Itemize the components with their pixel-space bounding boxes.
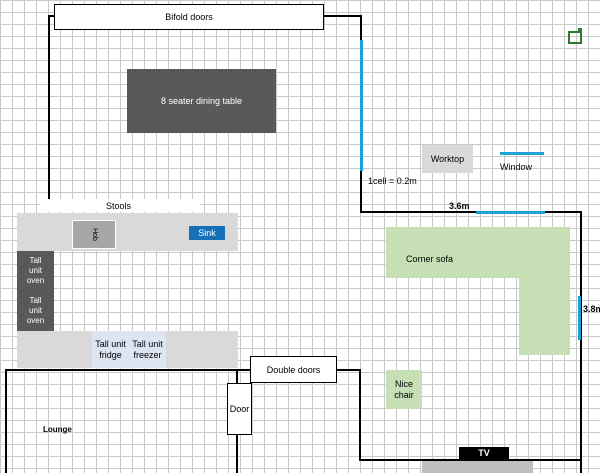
door-label: Door (229, 404, 250, 414)
hob-label: Hob (90, 228, 98, 241)
scale-label: 1cell = 0.2m (368, 176, 417, 186)
oven-1-label: Tall unit oven (26, 256, 45, 285)
shape-handle-icon (578, 28, 582, 32)
double-doors: Double doors (250, 356, 337, 383)
window-lower-right-wall (578, 296, 581, 340)
wall-lounge-left (5, 369, 7, 473)
tv: TV (459, 447, 509, 459)
wall-lounge-top-left (5, 369, 251, 371)
bifold-doors-label: Bifold doors (165, 12, 213, 22)
dimension-height-clip: 3.8m (583, 304, 600, 318)
corner-sofa-side (519, 227, 570, 355)
dining-table: 8 seater dining table (127, 69, 276, 133)
window-legend-line (500, 152, 544, 155)
hob: Hob (72, 220, 116, 249)
wall-right-lower (580, 211, 582, 473)
window-right-wall (360, 40, 363, 171)
door: Door (227, 383, 252, 435)
shape-square-icon[interactable] (568, 31, 582, 44)
dimension-width-label: 3.6m (449, 201, 470, 211)
bifold-doors: Bifold doors (54, 4, 324, 30)
window-legend-label: Window (500, 162, 533, 172)
stools-label: Stools (106, 201, 132, 211)
lounge-label: Lounge (43, 425, 72, 434)
dimension-height-label: 3.8m (583, 304, 600, 314)
wall-left-upper (48, 15, 50, 201)
worktop-label: Worktop (430, 154, 465, 164)
nice-chair: Nice chair (386, 370, 422, 409)
wall-bottom (359, 459, 581, 461)
fridge-label: Tall unit fridge (95, 338, 126, 360)
stools-area (40, 199, 200, 212)
tall-unit-oven-1: Tall unit oven (17, 251, 54, 291)
wall-lounge-right (359, 369, 361, 460)
freezer-label: Tall unit freezer (132, 338, 163, 360)
wall-lounge-top-right (336, 369, 361, 371)
sink: Sink (189, 226, 225, 240)
tv-unit (422, 461, 533, 473)
tall-unit-oven-2: Tall unit oven (17, 291, 54, 331)
wall-top-right (324, 15, 362, 17)
tall-unit-freezer: Tall unit freezer (129, 331, 166, 368)
tv-label: TV (478, 448, 490, 458)
sink-label: Sink (198, 228, 216, 238)
corner-sofa-label: Corner sofa (406, 254, 454, 264)
oven-2-label: Tall unit oven (26, 296, 45, 325)
double-doors-label: Double doors (266, 364, 321, 375)
tall-unit-fridge: Tall unit fridge (92, 331, 129, 368)
dining-table-label: 8 seater dining table (160, 96, 243, 106)
window-middle-wall (476, 211, 545, 214)
worktop: Worktop (422, 145, 473, 173)
nice-chair-label: Nice chair (394, 378, 414, 400)
wall-top-left (48, 15, 54, 17)
wall-middle-horizontal (360, 211, 582, 213)
